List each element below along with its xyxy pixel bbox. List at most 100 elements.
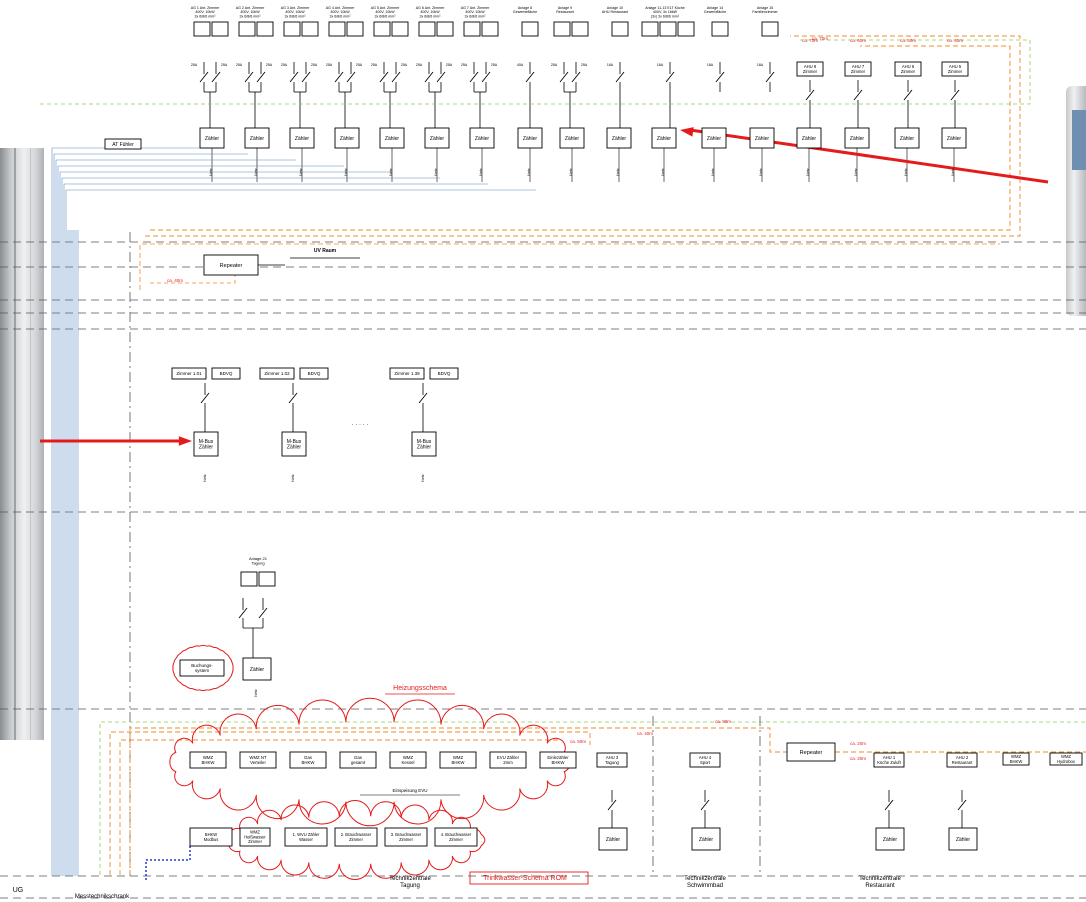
distance-label: ca. 90m bbox=[715, 719, 731, 724]
fuse-label: 25A bbox=[326, 63, 333, 67]
fuse-label: 16A bbox=[607, 63, 614, 67]
fuse-6 bbox=[469, 71, 479, 83]
orange-bus bbox=[150, 275, 236, 284]
netz-label: Netz bbox=[389, 168, 393, 176]
fuse-label: 25A bbox=[311, 63, 318, 67]
fuse-5 bbox=[424, 71, 434, 83]
messtechnikschrank-label: Messtechnikschrank bbox=[75, 894, 130, 900]
switch-box bbox=[301, 21, 319, 37]
meter-top-9 bbox=[606, 127, 632, 149]
meter-top-7-label: Zähler bbox=[523, 136, 538, 142]
switch-box bbox=[256, 21, 274, 37]
wmz-right-1 bbox=[1049, 752, 1083, 766]
continuation-dots: · · · · · bbox=[352, 422, 369, 428]
netz-label: Netz bbox=[209, 168, 213, 176]
ug-label: UG bbox=[13, 887, 24, 894]
meter-bottom-0-label: Zähler bbox=[606, 837, 621, 843]
fuse-4 bbox=[391, 71, 401, 83]
switch-box bbox=[240, 571, 258, 587]
meter-top-15 bbox=[894, 127, 920, 149]
netz-label: Netz bbox=[299, 168, 303, 176]
fuse-6 bbox=[481, 71, 491, 83]
zimmer-box-0-label: Zimmer 1.01 bbox=[176, 371, 202, 376]
switch-box bbox=[436, 21, 454, 37]
buchungssystem-box-label: Buchungs-system bbox=[191, 663, 213, 673]
meter-top-5 bbox=[424, 127, 450, 149]
meter-bottom-2 bbox=[875, 827, 905, 851]
switch-box bbox=[283, 21, 301, 37]
mbus-meter-2 bbox=[411, 431, 437, 457]
netz-label: Netz bbox=[421, 474, 425, 482]
ahu-bottom-fuse-2 bbox=[884, 799, 894, 811]
fuse-label: 25A bbox=[581, 63, 588, 67]
fuse-label: 25A bbox=[356, 63, 363, 67]
ahu-top-3 bbox=[941, 61, 969, 77]
fuse-label: 25A bbox=[446, 63, 453, 67]
heating-box-3 bbox=[339, 751, 377, 769]
netz-label: Netz bbox=[711, 168, 715, 176]
zimmer-box-2 bbox=[389, 367, 425, 380]
orange-bus bbox=[129, 727, 787, 875]
ahu-bottom-fuse-0 bbox=[607, 799, 617, 811]
switch-box bbox=[346, 21, 364, 37]
trinkwasser-frame bbox=[469, 871, 589, 885]
mbus-meter-0 bbox=[193, 431, 219, 457]
ahu-bottom-fuse-3 bbox=[957, 799, 967, 811]
zimmer-box-1 bbox=[259, 367, 295, 380]
bus-cable bbox=[51, 147, 200, 876]
fuse-2 bbox=[301, 71, 311, 83]
distance-label: ca. 50m bbox=[570, 739, 586, 744]
zimmer-box-0 bbox=[171, 367, 207, 380]
fuse-8 bbox=[571, 71, 581, 83]
green-bus bbox=[40, 39, 1031, 105]
fuse-5 bbox=[436, 71, 446, 83]
water-box-5 bbox=[434, 827, 478, 847]
bdvq-box-0-label: BDVQ bbox=[220, 371, 233, 376]
heating-box-7 bbox=[539, 751, 577, 769]
bdvq-box-1 bbox=[299, 367, 329, 380]
distance-label: ca. 60m bbox=[850, 38, 866, 43]
bus-cable bbox=[53, 153, 248, 876]
meter-bottom-3 bbox=[948, 827, 978, 851]
fuse-label: 25A bbox=[266, 63, 273, 67]
ahu-fuse-1 bbox=[853, 89, 863, 101]
meter-top-0 bbox=[199, 127, 225, 149]
water-box-4 bbox=[384, 827, 428, 847]
heating-box-1 bbox=[239, 751, 277, 769]
meter-top-16 bbox=[941, 127, 967, 149]
ahu-bottom-2 bbox=[873, 752, 905, 768]
bdvq-box-1-label: BDVQ bbox=[308, 371, 321, 376]
switch-box bbox=[328, 21, 346, 37]
fuse-label: 25A bbox=[221, 63, 228, 67]
fuse-1 bbox=[256, 71, 266, 83]
uv-raum-label: UV Raum bbox=[314, 248, 337, 254]
netz-label: Netz bbox=[661, 168, 665, 176]
fuse-label: 25A bbox=[236, 63, 243, 67]
fuse-21 bbox=[258, 607, 268, 619]
meter-bottom-2-label: Zähler bbox=[883, 837, 898, 843]
switch-box bbox=[571, 21, 589, 37]
switch-box bbox=[553, 21, 571, 37]
distance-label: ca. 70m bbox=[812, 36, 828, 41]
netz-label: Netz bbox=[434, 168, 438, 176]
fuse-7 bbox=[525, 71, 535, 83]
